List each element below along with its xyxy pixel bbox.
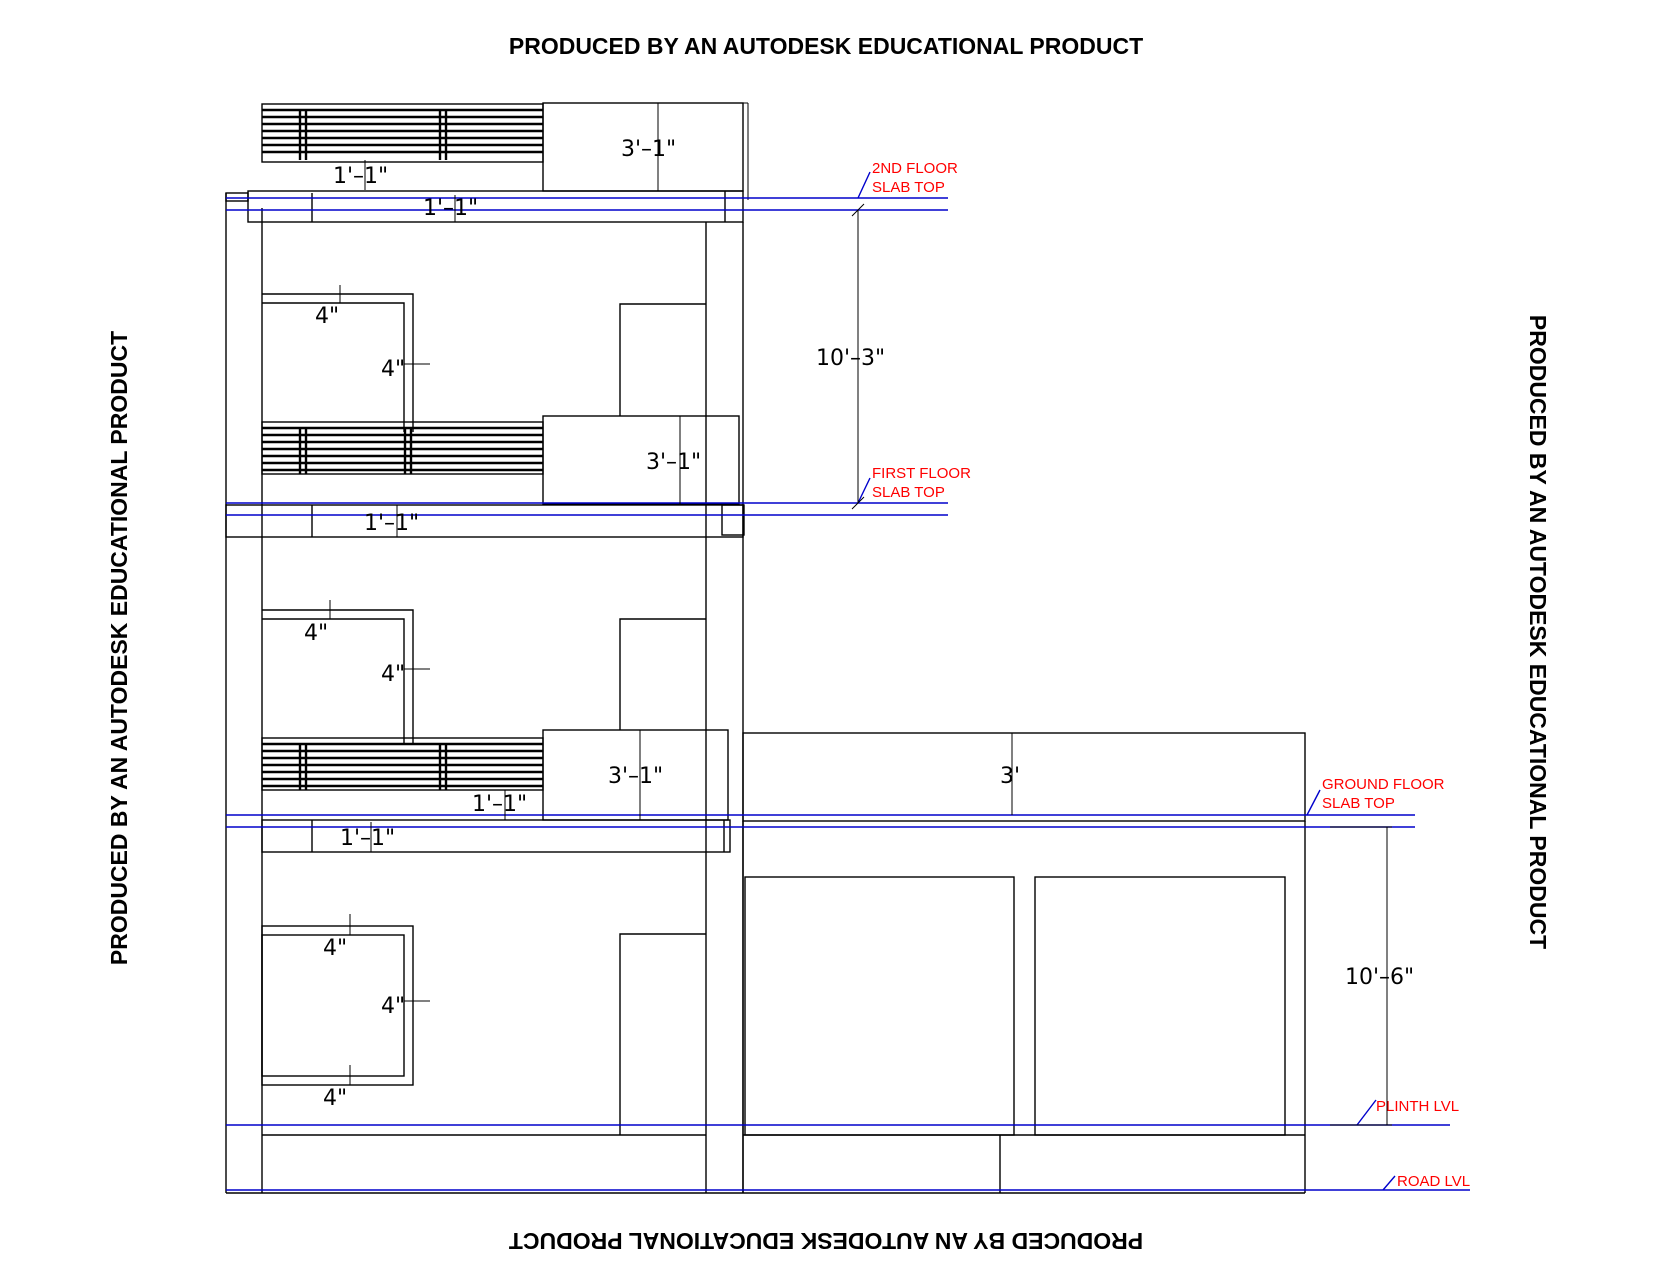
dim-floor-height-upper: 10'–3" [816,346,885,371]
dim-frame-low-1: 4" [323,936,347,961]
building-outline [225,192,1305,1194]
right-wing [742,732,1306,1193]
dim-beam-ground-a: 1'–1" [472,792,527,817]
railing-top [262,108,543,160]
dim-frame-mid-1: 4" [304,621,328,646]
level-labels: 2ND FLOOR SLAB TOP FIRST FLOOR SLAB TOP … [872,160,1470,1190]
terrace-level [247,102,749,223]
watermark-right: PRODUCED BY AN AUTODESK EDUCATIONAL PROD… [1525,315,1551,949]
shutter-left [744,876,1015,1136]
level-lines [226,171,1470,1191]
watermark-left: PRODUCED BY AN AUTODESK EDUCATIONAL PROD… [106,331,132,965]
level-2nd-floor-line1: 2ND FLOOR [872,160,958,177]
dim-parapet-top: 3'–1" [621,137,676,162]
dim-parapet-first: 3'–1" [646,450,701,475]
upper-floor [225,293,745,538]
dim-frame-low-3: 4" [323,1086,347,1111]
dim-beam-top-a: 1'–1" [333,164,388,189]
dim-beam-first: 1'–1" [364,511,419,536]
dim-frame-mid-2: 4" [381,662,405,687]
level-first-floor-line1: FIRST FLOOR [872,465,971,482]
dim-beam-top-b: 1'–1" [423,196,478,221]
dim-parapet-right: 3' [1000,764,1020,789]
dim-beam-ground-b: 1'–1" [340,826,395,851]
ground-floor [261,925,706,1135]
level-plinth: PLINTH LVL [1376,1098,1459,1115]
dim-frame-top-2: 4" [381,357,405,382]
shutter-right [1034,876,1286,1136]
railing-first [262,426,543,474]
watermark-bottom: PRODUCED BY AN AUTODESK EDUCATIONAL PROD… [509,1228,1143,1254]
dim-frame-low-2: 4" [381,994,405,1019]
dim-floor-height-ground: 10'–6" [1345,965,1414,990]
railing-ground [262,742,543,790]
dimension-labels: 3'–1" 3'–1" 3'–1" 3' 10'–3" 10'–6" 1'–1"… [304,137,1414,1111]
middle-floor [261,609,731,853]
dimension-lines [329,103,1392,1126]
level-ground-floor-line2: SLAB TOP [1322,795,1395,812]
dim-frame-top-1: 4" [315,304,339,329]
level-road: ROAD LVL [1397,1173,1470,1190]
level-2nd-floor-line2: SLAB TOP [872,179,945,196]
dim-parapet-ground: 3'–1" [608,764,663,789]
level-first-floor-line2: SLAB TOP [872,484,945,501]
level-ground-floor-line1: GROUND FLOOR [1322,776,1445,793]
watermark-top: PRODUCED BY AN AUTODESK EDUCATIONAL PROD… [509,33,1143,59]
